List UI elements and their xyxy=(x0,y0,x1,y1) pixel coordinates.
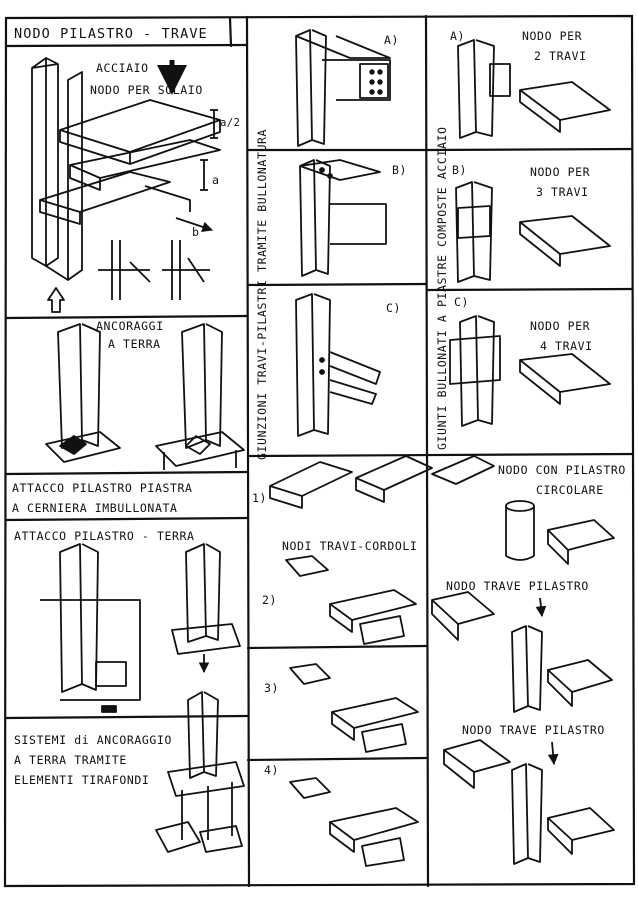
right-label-b: B) xyxy=(452,163,467,177)
dim-b: b xyxy=(192,225,200,239)
anchorage-drawing xyxy=(45,323,245,470)
vertical-label-piastre: GIUNTI BULLONATI A PIASTRE COMPOSTE ACCI… xyxy=(435,126,449,450)
label-ancoraggi: ANCORAGGI xyxy=(96,319,164,333)
anchor-bolts-drawing xyxy=(155,691,245,853)
label-n1: 1) xyxy=(252,491,267,505)
mid-joints-drawing xyxy=(295,29,391,437)
right-lower-drawing xyxy=(431,500,615,865)
label-nodo-trave-pilastro-2: NODO TRAVE PILASTRO xyxy=(462,723,605,737)
column-ground-drawing xyxy=(40,543,241,713)
label-nodo-circolare-1: NODO CON PILASTRO xyxy=(498,463,626,477)
label-nodo-solaio: NODO PER SOLAIO xyxy=(90,83,203,97)
label-n4: 4) xyxy=(264,763,279,777)
beam-connections-drawing xyxy=(269,455,495,867)
dim-a-half: a/2 xyxy=(220,117,240,129)
label-cerniera: A CERNIERA IMBULLONATA xyxy=(12,501,178,515)
label-nodo-circolare-2: CIRCOLARE xyxy=(536,483,604,497)
vertical-label-bullonatura: GIUNZIONI TRAVI-PILASTRI TRAMITE BULLONA… xyxy=(255,129,269,460)
mid-label-a: A) xyxy=(384,33,399,47)
label-nodo-trave-pilastro-1: NODO TRAVE PILASTRO xyxy=(446,579,589,593)
label-nodo-4-line2: 4 TRAVI xyxy=(540,339,593,353)
label-attacco-piastra: ATTACCO PILASTRO PIASTRA xyxy=(12,481,193,495)
label-nodo-2-line2: 2 TRAVI xyxy=(534,49,587,63)
sheet-title: NODO PILASTRO - TRAVE xyxy=(14,26,208,42)
right-joints-drawing xyxy=(449,39,611,427)
mid-label-b: B) xyxy=(392,163,407,177)
right-label-a: A) xyxy=(450,29,465,43)
label-attacco-terra: ATTACCO PILASTRO - TERRA xyxy=(14,529,195,543)
grid-frame xyxy=(3,14,636,888)
label-tirafondi: ELEMENTI TIRAFONDI xyxy=(14,773,149,787)
label-nodo-3-line1: NODO PER xyxy=(530,165,590,179)
mid-label-c: C) xyxy=(386,301,401,315)
label-acciaio: ACCIAIO xyxy=(96,61,149,75)
label-nodo-2-line1: NODO PER xyxy=(522,29,582,43)
label-nodo-3-line2: 3 TRAVI xyxy=(536,185,589,199)
label-nodi-travi-cordoli: NODI TRAVI-CORDOLI xyxy=(282,539,417,553)
right-label-c: C) xyxy=(454,295,469,309)
label-nodo-4-line1: NODO PER xyxy=(530,319,590,333)
label-a-terra: A TERRA xyxy=(108,337,161,351)
dim-a: a xyxy=(212,173,220,187)
label-n3: 3) xyxy=(264,681,279,695)
label-n2: 2) xyxy=(262,593,277,607)
label-sistemi: SISTEMI di ANCORAGGIO xyxy=(14,733,172,747)
main-node-drawing xyxy=(31,57,221,313)
label-a-terra-tramite: A TERRA TRAMITE xyxy=(14,753,127,767)
